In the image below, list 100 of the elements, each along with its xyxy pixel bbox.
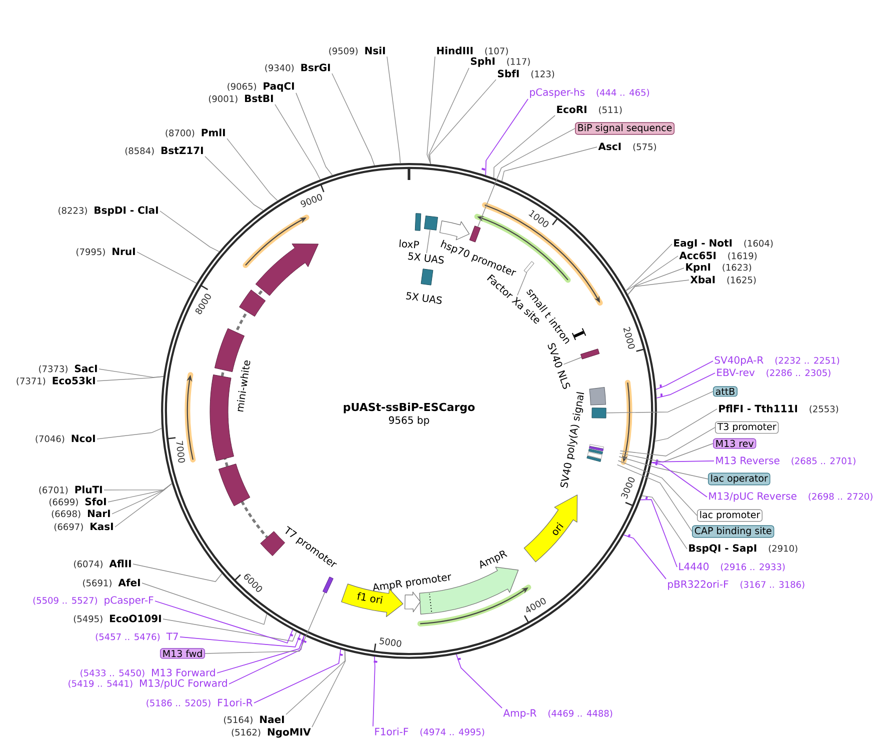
primer-label: M13 Reverse (2685 .. 2701) bbox=[716, 456, 856, 466]
enzyme-label: HindIII (107) bbox=[437, 46, 508, 56]
leader-line bbox=[651, 460, 714, 463]
leader-line bbox=[606, 391, 714, 414]
leader-line bbox=[226, 138, 278, 202]
enzyme-label: BspQI - SapI (2910) bbox=[689, 544, 798, 554]
leader-line bbox=[642, 495, 688, 550]
leader-line bbox=[620, 427, 716, 456]
leader-line bbox=[372, 656, 376, 727]
tick-label: 9000 bbox=[300, 194, 322, 208]
leader-line bbox=[618, 456, 708, 480]
enzyme-label: (5495) EcoO109I bbox=[74, 614, 161, 624]
leader-line bbox=[619, 443, 714, 462]
leader-line bbox=[154, 600, 294, 644]
leader-line bbox=[332, 73, 375, 166]
enzyme-label: (5164) NaeI bbox=[224, 716, 284, 724]
leader-line bbox=[204, 156, 264, 211]
feature-tag: BiP signal sequence bbox=[575, 122, 674, 135]
feature-block: ori bbox=[524, 494, 578, 562]
enzyme-label: (9065) PaqCI bbox=[228, 82, 294, 92]
primer-label: L4440 (2916 .. 2933) bbox=[679, 562, 785, 572]
enzyme-label: (6697) KasI bbox=[54, 522, 113, 532]
leader-line bbox=[654, 408, 718, 442]
tick-label: 5000 bbox=[379, 638, 402, 647]
leader-line bbox=[429, 79, 496, 164]
leader-line bbox=[616, 464, 692, 532]
feature-tag: lac promoter bbox=[697, 509, 762, 522]
feature-label: SV40 NLS bbox=[548, 343, 570, 389]
leader-line bbox=[160, 210, 220, 252]
primer-label: (5433 .. 5450) M13 Forward bbox=[80, 668, 215, 678]
primer-label: EBV-rev (2286 .. 2305) bbox=[717, 368, 830, 378]
plasmid-size: 9565 bp bbox=[388, 416, 430, 426]
leader-line bbox=[485, 98, 528, 176]
leader-line bbox=[640, 499, 678, 568]
enzyme-label: AscI (575) bbox=[598, 142, 656, 152]
leader-line bbox=[180, 633, 301, 648]
feature-tag: M13 fwd bbox=[160, 648, 205, 659]
leader-line bbox=[651, 462, 708, 498]
enzyme-label: (8223) BspDI - ClaI bbox=[58, 206, 158, 216]
leader-line bbox=[626, 256, 678, 292]
primer-label: pBR322ori-F (3167 .. 3186) bbox=[668, 580, 804, 590]
leader-line bbox=[274, 104, 321, 180]
leader-line bbox=[104, 483, 172, 490]
primer-label: F1ori-F (4974 .. 4995) bbox=[375, 728, 484, 736]
leader-line bbox=[204, 592, 326, 654]
feature-tag: lac operator bbox=[708, 472, 770, 486]
enzyme-label: (7373) SacI bbox=[39, 364, 97, 374]
enzyme-label: SbfI (123) bbox=[498, 70, 554, 78]
enzyme-label: (6698) NarI bbox=[52, 510, 110, 518]
feature-tag: M13 rev bbox=[713, 438, 756, 449]
leader-line bbox=[216, 635, 305, 674]
leader-line bbox=[517, 272, 528, 296]
leader-line bbox=[426, 56, 436, 164]
enzyme-label: Acc65I (1619) bbox=[679, 252, 757, 260]
leader-line bbox=[136, 252, 197, 284]
enzyme-label: (6701) PluTI bbox=[39, 486, 102, 494]
leader-line bbox=[112, 483, 172, 514]
leader-line bbox=[628, 280, 690, 295]
leader-line bbox=[428, 68, 470, 164]
primer-label: pCasper-hs (444 .. 465) bbox=[530, 88, 649, 98]
primer-label: Amp-R (4469 .. 4488) bbox=[503, 709, 612, 719]
leader-line bbox=[312, 650, 346, 728]
leader-line bbox=[656, 360, 714, 390]
primer-label: (5419 .. 5441) M13/pUC Forward bbox=[68, 679, 227, 689]
feature-box bbox=[469, 226, 481, 242]
leader-line bbox=[626, 244, 672, 292]
feature-tag: attB bbox=[713, 386, 738, 397]
enzyme-label: EagI - NotI (1604) bbox=[674, 239, 773, 249]
tick-label: 7000 bbox=[176, 440, 185, 463]
enzyme-label: (9509) NsiI bbox=[329, 46, 385, 56]
enzyme-label: (5162) NgoMIV bbox=[232, 728, 311, 738]
tick-label: 2000 bbox=[623, 326, 635, 349]
leader-line bbox=[162, 618, 297, 642]
leader-line bbox=[618, 460, 698, 516]
leader-line bbox=[228, 635, 305, 684]
feature-label: loxP bbox=[399, 239, 420, 248]
feature-label: mini-white bbox=[237, 360, 250, 412]
feature-mark bbox=[524, 261, 534, 273]
leader-line bbox=[254, 648, 342, 704]
feature-label: 5X UAS bbox=[406, 292, 442, 304]
leader-line bbox=[426, 229, 430, 254]
leader-line bbox=[502, 146, 598, 182]
feature-box bbox=[424, 216, 438, 230]
enzyme-label: (5691) AfeI bbox=[83, 578, 140, 588]
tick-label: 3000 bbox=[620, 477, 635, 499]
leader-line bbox=[656, 372, 716, 398]
feature-label: SV40 poly(A) signal bbox=[560, 392, 584, 488]
primer-label: (5509 .. 5527) pCasper-F bbox=[33, 596, 154, 606]
primer-label: M13/pUC Reverse (2698 .. 2720) bbox=[709, 492, 872, 502]
enzyme-label: (9001) BstBI bbox=[208, 94, 273, 104]
primer-label: SV40pA-R (2232 .. 2251) bbox=[714, 356, 840, 366]
primer-label: (5457 .. 5476) T7 bbox=[96, 632, 178, 642]
plasmid-name: pUASt-ssBiP-ESCargo bbox=[344, 402, 475, 414]
primer-label: (5186 .. 5205) F1ori-R bbox=[146, 698, 253, 708]
enzyme-label: (7371) Eco53kI bbox=[16, 376, 95, 386]
enzyme-label: (6074) AflII bbox=[74, 560, 131, 568]
leader-line bbox=[456, 654, 502, 709]
enzyme-label: EcoRI (511) bbox=[557, 106, 622, 114]
leader-line bbox=[386, 56, 401, 164]
leader-line bbox=[478, 128, 576, 228]
